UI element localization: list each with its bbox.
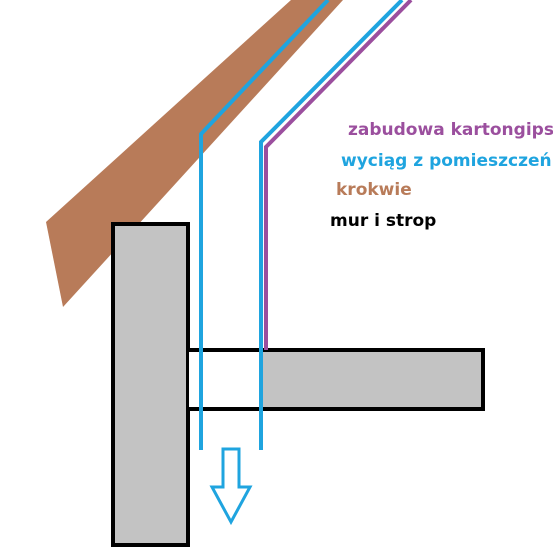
legend-rafter: krokwie (336, 180, 412, 200)
legend-drywall: zabudowa kartongips (348, 120, 553, 140)
legend: zabudowa kartongips wyciąg z pomieszczeń… (330, 120, 553, 231)
duct-line-inner (259, 0, 404, 450)
legend-wall: mur i strop (330, 211, 436, 231)
duct-line-outer (199, 0, 330, 450)
legend-duct: wyciąg z pomieszczeń (341, 151, 552, 171)
arrow-down-icon (209, 447, 253, 526)
drywall-line (264, 0, 413, 350)
rafter (46, 0, 343, 307)
wall (111, 222, 190, 547)
